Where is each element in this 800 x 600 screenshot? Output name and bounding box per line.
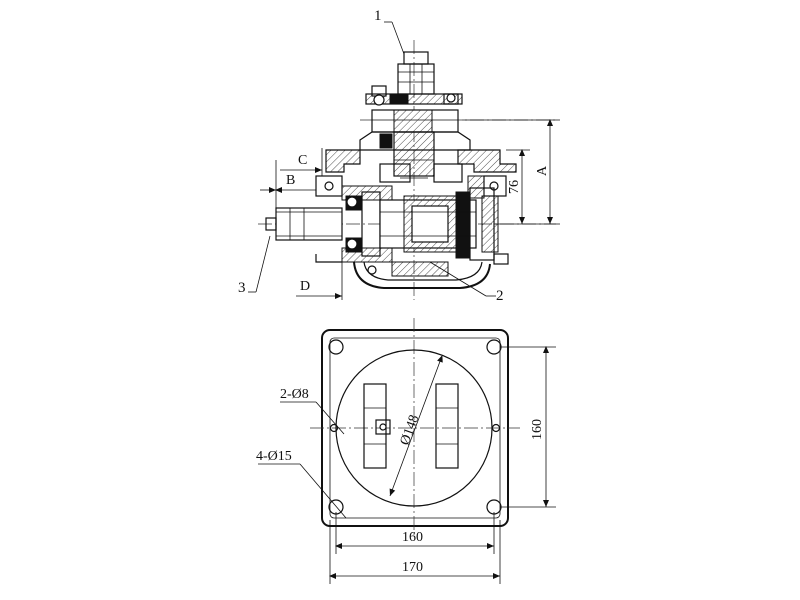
corner-hole	[486, 499, 502, 515]
part-1-label: 1	[374, 8, 382, 24]
part-3-label: 3	[238, 280, 246, 296]
housing-bottom	[315, 253, 509, 289]
small-hole	[329, 423, 339, 433]
flange-plan-view: 2-Ø8 4-Ø15 Ø148 160 160 170	[256, 318, 556, 584]
right-slot	[435, 383, 459, 469]
holes-2-dia8-label: 2-Ø8	[280, 387, 309, 402]
part-leaders	[248, 21, 496, 297]
input-shaft	[397, 51, 435, 95]
overall-170-label: 170	[402, 560, 423, 575]
dim-C-label: C	[298, 153, 307, 168]
upper-bearing	[371, 109, 459, 149]
bolt-span-160-label: 160	[402, 530, 423, 545]
small-hole	[491, 423, 501, 433]
dim-B-label: B	[286, 173, 295, 188]
side-dimensions	[260, 119, 560, 300]
shaft-housing	[341, 185, 499, 263]
dim-D-label: D	[300, 279, 310, 294]
part-2-label: 2	[496, 288, 504, 304]
gear-housing	[325, 131, 517, 183]
corner-hole	[486, 339, 502, 355]
height-160-label: 160	[530, 419, 545, 440]
dim-76-label: 76	[507, 180, 522, 194]
output-shaft	[265, 207, 343, 241]
holes-4-dia15-label: 4-Ø15	[256, 449, 292, 464]
bore-dia-label: Ø148	[398, 413, 423, 447]
side-section-view: 1 3 2 C B D A 76	[238, 8, 560, 304]
upper-flange	[365, 85, 463, 106]
corner-hole	[328, 339, 344, 355]
dim-A-label: A	[535, 165, 550, 176]
